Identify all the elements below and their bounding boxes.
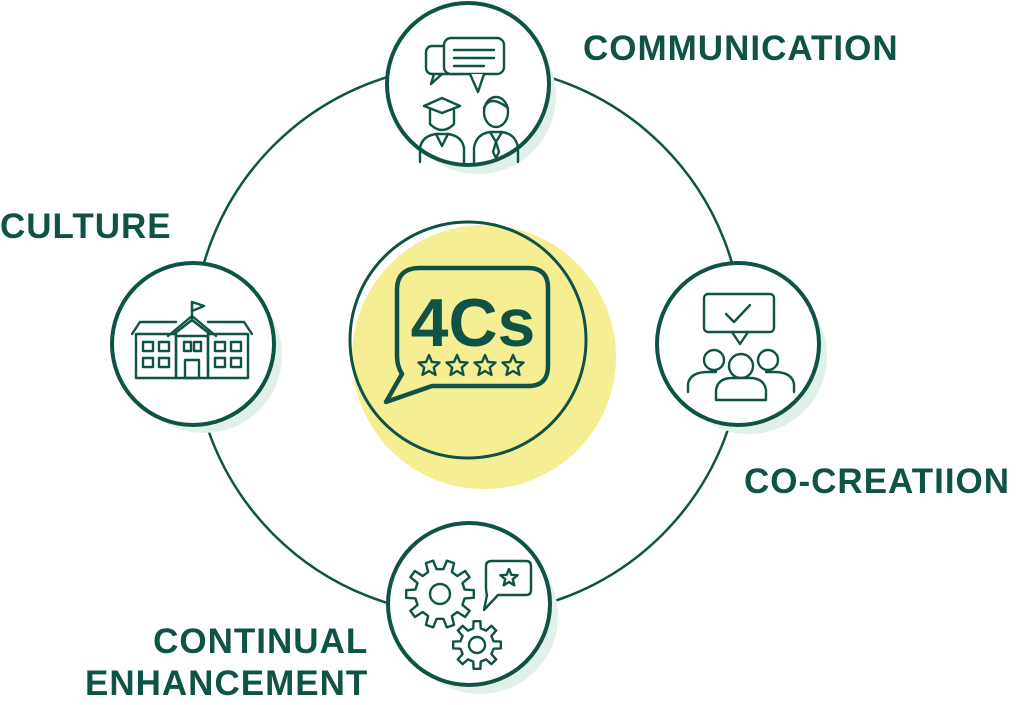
school-building-icon bbox=[130, 300, 254, 380]
node-continual-enhancement bbox=[386, 521, 558, 694]
node-communication bbox=[385, 1, 556, 174]
star-icon bbox=[501, 353, 525, 377]
node-circle bbox=[385, 1, 551, 167]
speech-bubble-icon bbox=[383, 265, 551, 405]
gears-star-icon bbox=[405, 559, 533, 670]
node-co-creation bbox=[655, 261, 827, 434]
rating-stars bbox=[417, 353, 525, 377]
label-line: ENHANCEMENT bbox=[85, 664, 369, 703]
large-gear bbox=[405, 559, 475, 629]
label-line: CO-CREATIION bbox=[744, 462, 1011, 501]
star-icon bbox=[499, 567, 519, 587]
star-icon bbox=[445, 353, 469, 377]
group-feedback-icon bbox=[686, 292, 796, 402]
star-icon bbox=[417, 353, 441, 377]
node-circle bbox=[655, 261, 821, 427]
star-icon bbox=[473, 353, 497, 377]
center-circle bbox=[348, 220, 588, 460]
center-title: 4Cs bbox=[411, 285, 536, 361]
label-culture: CULTURE bbox=[0, 205, 172, 248]
label-co-creation: CO-CREATIION bbox=[744, 460, 1010, 503]
node-culture bbox=[110, 261, 282, 433]
label-line: CONTINUAL bbox=[153, 622, 369, 661]
label-communication: COMMUNICATION bbox=[583, 27, 899, 70]
center-hub: 4Cs bbox=[348, 220, 616, 489]
student-teacher-chat-icon bbox=[418, 36, 520, 164]
small-gear bbox=[452, 620, 502, 670]
label-continual-enhancement: CONTINUAL ENHANCEMENT bbox=[85, 621, 368, 705]
label-line: COMMUNICATION bbox=[583, 29, 899, 68]
label-line: CULTURE bbox=[0, 207, 172, 246]
